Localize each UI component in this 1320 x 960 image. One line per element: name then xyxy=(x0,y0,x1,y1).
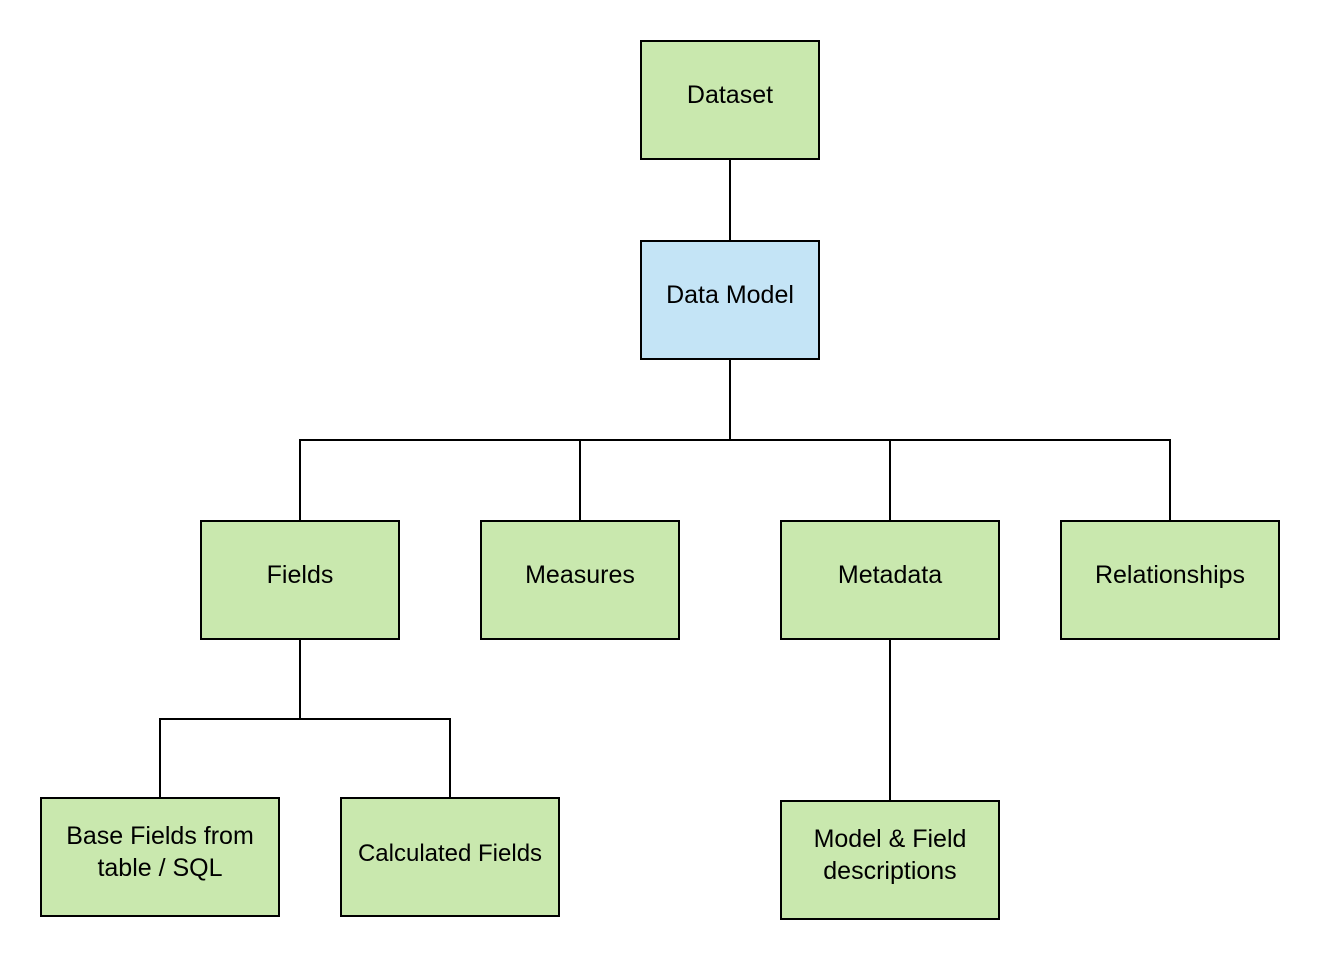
node-metadata-label: Metadata xyxy=(837,561,943,589)
node-fields-label: Fields xyxy=(266,561,334,589)
node-metadata: Metadata xyxy=(780,520,1000,640)
node-base-fields-label: Base Fields from table / SQL xyxy=(66,822,254,882)
node-dataset: Dataset xyxy=(640,40,820,160)
node-base-fields: Base Fields from table / SQL xyxy=(40,797,280,917)
node-model-field-descriptions: Model & Field descriptions xyxy=(780,800,1000,920)
node-relationships-label: Relationships xyxy=(1094,561,1246,589)
node-measures: Measures xyxy=(480,520,680,640)
node-calculated-fields: Calculated Fields xyxy=(340,797,560,917)
node-data-model-label: Data Model xyxy=(666,281,794,309)
node-measures-label: Measures xyxy=(525,561,635,589)
node-dataset-label: Dataset xyxy=(686,81,774,109)
node-fields: Fields xyxy=(200,520,400,640)
node-relationships: Relationships xyxy=(1060,520,1280,640)
node-model-field-descriptions-label: Model & Field descriptions xyxy=(813,825,967,885)
node-data-model: Data Model xyxy=(640,240,820,360)
node-calculated-fields-label: Calculated Fields xyxy=(357,840,543,867)
